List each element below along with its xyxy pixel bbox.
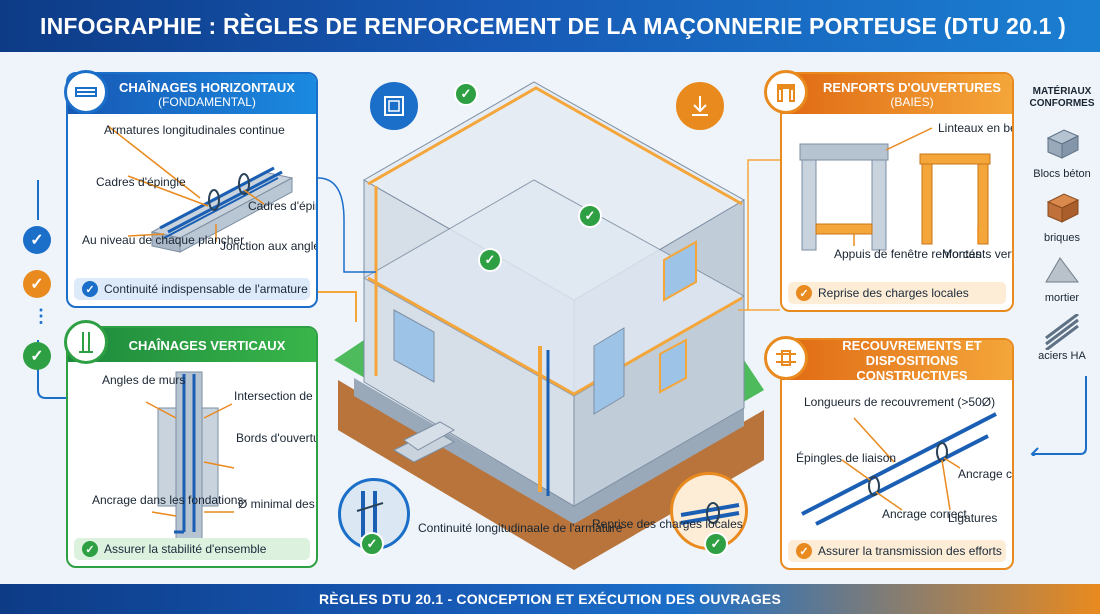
- panel-horizontal: CHAÎNAGES HORIZONTAUX (FONDAMENTAL) Arma…: [66, 72, 318, 308]
- page-header: INFOGRAPHIE : RÈGLES DE RENFORCEMENT DE …: [0, 0, 1100, 52]
- panel-horizontal-title: CHAÎNAGES HORIZONTAUX: [119, 79, 295, 95]
- page-title: INFOGRAPHIE : RÈGLES DE RENFORCEMENT DE …: [40, 12, 1067, 39]
- h-label-cadres-left: Cadres d'épingle: [96, 175, 186, 189]
- o-label-linteaux: Linteaux en béton armé: [938, 121, 1012, 135]
- panel-horizontal-subtitle: (FONDAMENTAL): [158, 94, 256, 109]
- v-label-angles: Angles de murs: [102, 373, 186, 387]
- panel-overlaps-subtitle: DISPOSITIONS CONSTRUCTIVES: [856, 352, 968, 383]
- check-icon: ✓: [478, 248, 502, 272]
- r-label-longueurs: Longueurs de recouvrement (>50Ø): [804, 395, 996, 409]
- panel-overlaps-body: Longueurs de recouvrement (>50Ø) Épingle…: [782, 380, 1012, 544]
- openings-drawing: [799, 127, 991, 251]
- panel-connectors: [318, 159, 780, 322]
- mortar-icon: [1045, 257, 1079, 283]
- check-icon: ✓: [796, 285, 812, 301]
- rebar-icon: [1045, 314, 1079, 350]
- left-progress-rail: ✓ ✓ ⋮ ✓: [18, 180, 74, 399]
- h-label-plancher: Au niveau de chaque plancher: [82, 233, 245, 247]
- rebar-column-icon: [64, 320, 108, 364]
- panel-horizontal-header: CHAÎNAGES HORIZONTAUX (FONDAMENTAL): [68, 74, 316, 114]
- panel-openings-body: Linteaux en béton armé Appuis de fenêtre…: [782, 114, 1012, 286]
- material-blocs: Blocs béton: [1033, 168, 1091, 180]
- v-label-ancrage: Ancrage dans les fondations: [92, 493, 244, 507]
- r-label-epingles: Épingles de liaison: [796, 451, 897, 465]
- center-label-continuity: Continuité longitudinaale de l'armature: [418, 521, 623, 535]
- r-label-ligatures: Ligatures: [948, 511, 998, 525]
- materials-connector: [1030, 376, 1087, 456]
- panel-vertical-title: CHAÎNAGES VERTICAUX: [128, 337, 286, 353]
- check-icon: ✓: [578, 204, 602, 228]
- footer-text: RÈGLES DTU 20.1 - CONCEPTION ET EXÉCUTIO…: [319, 591, 781, 607]
- check-icon: ✓: [82, 541, 98, 557]
- panel-vertical-footer: ✓ Assurer la stabilité d'ensemble: [74, 538, 310, 560]
- center-label-charges: Reprise des charges locales: [592, 517, 743, 531]
- panel-openings: RENFORTS D'OUVERTURES (BAIES) Linteaux e…: [780, 72, 1014, 312]
- material-mortier: mortier: [1044, 292, 1080, 304]
- panel-horizontal-footer: ✓ Continuité indispensable de l'armature: [74, 278, 310, 300]
- download-arrow-icon: [676, 82, 724, 130]
- page-footer: RÈGLES DTU 20.1 - CONCEPTION ET EXÉCUTIO…: [0, 584, 1100, 614]
- h-label-cadres-right: Cadres d'épingle: [248, 199, 316, 213]
- r-label-ancrage-bottom: Ancrage correct: [882, 507, 967, 521]
- window-frame-icon: [370, 82, 418, 130]
- h-label-jonction: Jonction aux angles: [220, 239, 318, 253]
- panel-vertical-header: CHAÎNAGES VERTICAUX: [68, 328, 316, 362]
- materials-title: MATÉRIAUX CONFORMES: [1029, 86, 1095, 109]
- material-briques: briques: [1043, 232, 1081, 244]
- rail-check-blue: ✓: [23, 226, 51, 254]
- o-label-montants: Montants verticaux liaisonnés: [942, 247, 1014, 261]
- panel-openings-header: RENFORTS D'OUVERTURES (BAIES): [782, 74, 1012, 114]
- panel-horizontal-body: Armatures longitudinales continue Cadres…: [68, 114, 316, 282]
- panel-overlaps-header: RECOUVREMENTS ET DISPOSITIONS CONSTRUCTI…: [782, 338, 1012, 383]
- building-illustration: [334, 81, 764, 570]
- v-label-bords: Bords d'ouvertures (baies): [236, 431, 316, 445]
- materials-column: MATÉRIAUX CONFORMES Blocs béton briques …: [1028, 76, 1096, 576]
- panel-overlaps-title: RECOUVREMENTS ET: [842, 338, 982, 353]
- brick-icon: [1046, 193, 1080, 223]
- v-label-intersection: Intersection de murs: [234, 389, 316, 403]
- panel-overlaps-footer: ✓ Assurer la transmission des efforts: [788, 540, 1006, 562]
- panel-openings-title: RENFORTS D'OUVERTURES: [823, 79, 1001, 95]
- vertical-column-drawing: [145, 371, 235, 543]
- panel-overlaps: RECOUVREMENTS ET DISPOSITIONS CONSTRUCTI…: [780, 338, 1014, 570]
- check-icon: ✓: [796, 543, 812, 559]
- panel-openings-footer: ✓ Reprise des charges locales: [788, 282, 1006, 304]
- check-icon: ✓: [82, 281, 98, 297]
- rebar-beam-icon: [64, 70, 108, 114]
- concrete-block-icon: [1046, 129, 1080, 159]
- panel-openings-footer-text: Reprise des charges locales: [818, 286, 969, 300]
- check-icon: ✓: [360, 532, 384, 556]
- check-icon: ✓: [704, 532, 728, 556]
- panel-vertical: CHAÎNAGES VERTICAUX Angles de murs Inter…: [66, 326, 318, 568]
- check-icon: ✓: [454, 82, 478, 106]
- r-label-ancrage-right: Ancrage correct: [958, 467, 1013, 481]
- h-label-armatures: Armatures longitudinales continue: [104, 123, 285, 137]
- rail-check-orange: ✓: [23, 270, 51, 298]
- v-label-diametre: Ø minimal des aciers: [238, 497, 316, 511]
- panel-vertical-body: Angles de murs Intersection de murs Bord…: [68, 362, 316, 543]
- overlaps-drawing: [801, 412, 997, 526]
- panel-overlaps-footer-text: Assurer la transmission des efforts: [818, 544, 1002, 558]
- horizontal-beam-drawing: [107, 125, 294, 253]
- overlap-icon: [764, 336, 808, 380]
- material-aciers: aciers HA: [1038, 350, 1086, 362]
- rail-connectors: [37, 180, 74, 399]
- panel-horizontal-footer-text: Continuité indispensable de l'armature: [104, 282, 308, 296]
- panel-vertical-footer-text: Assurer la stabilité d'ensemble: [104, 542, 267, 556]
- rail-dots: ⋮: [32, 306, 50, 326]
- panel-openings-subtitle: (BAIES): [890, 94, 934, 109]
- rail-check-green: ✓: [23, 342, 51, 370]
- lintel-icon: [764, 70, 808, 114]
- o-label-appuis: Appuis de fenêtre renforcés: [834, 247, 982, 261]
